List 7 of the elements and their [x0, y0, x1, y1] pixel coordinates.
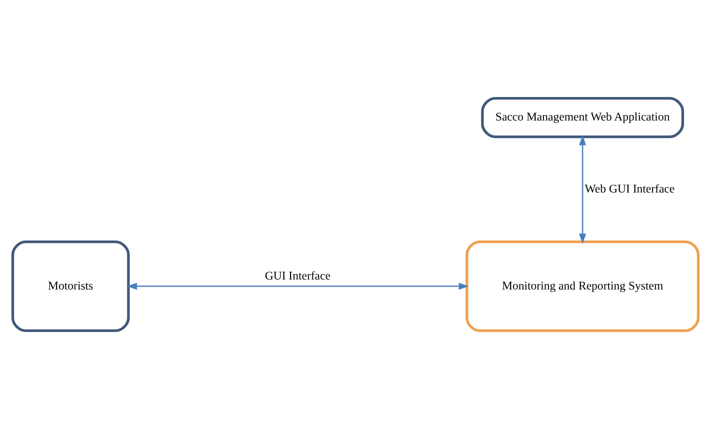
arrow	[579, 134, 586, 244]
node-box: Motorists	[11, 240, 130, 332]
edge-label: GUI Interface	[264, 269, 330, 282]
arrow	[126, 282, 469, 290]
node-box: Monitoring and Reporting System	[466, 240, 700, 332]
node-box: Sacco Management Web Application	[481, 96, 684, 138]
edge-label: Web GUI Interface	[584, 182, 675, 195]
